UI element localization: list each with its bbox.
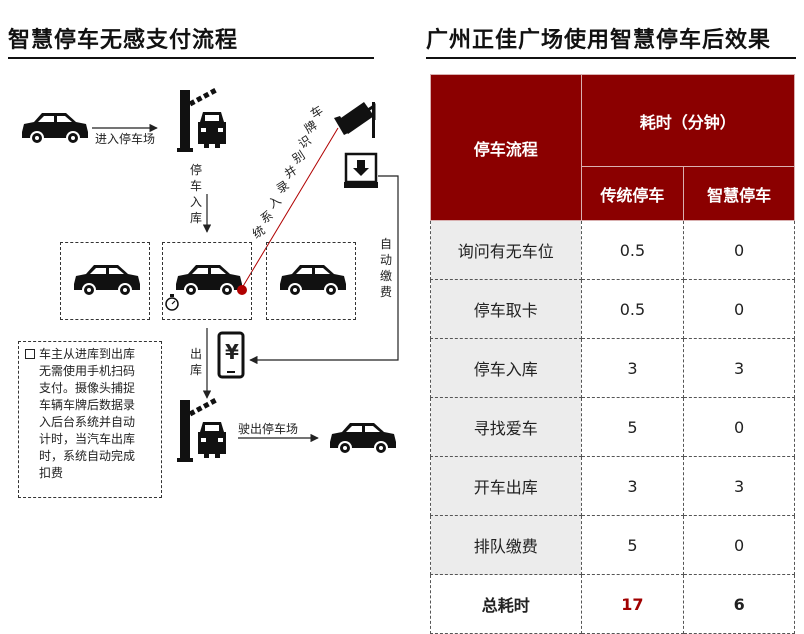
total-row: 总耗时 17 6 — [430, 574, 795, 634]
note-line-4: 车辆车牌后数据录 — [39, 398, 136, 412]
left-title: 智慧停车无感支付流程 — [8, 28, 239, 53]
table-row: 停车入库 3 3 — [430, 338, 795, 398]
header-time: 耗时（分钟） — [580, 74, 796, 167]
right-title: 广州正佳广场使用智慧停车后效果 — [426, 28, 772, 53]
note-line-6: 计时，当汽车出库 — [39, 432, 136, 446]
parking-slot-center — [162, 242, 252, 320]
table-row: 排队缴费 5 0 — [430, 515, 795, 575]
header-smart: 智慧停车 — [683, 166, 795, 221]
phone-pay-icon — [217, 331, 245, 379]
table-row: 停车取卡 0.5 0 — [430, 279, 795, 339]
exit-label: 出 库 — [189, 347, 202, 377]
header-process: 停车流程 — [430, 74, 582, 221]
note-line-7: 时，系统自动完成 — [39, 449, 136, 463]
note-line-8: 扣费 — [39, 466, 64, 480]
car-entering-icon — [22, 113, 88, 145]
entry-gate-icon — [177, 90, 226, 152]
yen-icon: ¥ — [225, 340, 239, 364]
parking-slot-right — [266, 242, 356, 320]
plate-dot-icon — [237, 285, 247, 295]
effect-table: 停车流程 耗时（分钟） 传统停车 智慧停车 询问有无车位 0.5 0 停车取卡 … — [430, 74, 796, 634]
plate-record-label: 车 牌 识 别 并 录 入 系 统 — [249, 102, 326, 242]
table-row: 开车出库 3 3 — [430, 456, 795, 516]
right-title-rule — [426, 57, 796, 59]
process-note: 车主从进库到出库 无需使用手机扫码 支付。摄像头捕捉 车辆车牌后数据录 入后台系… — [18, 341, 162, 498]
drive-out-label: 驶出停车场 — [238, 422, 299, 436]
camera-icon — [334, 102, 376, 138]
camera-scan-line — [241, 127, 339, 289]
flow-diagram — [22, 60, 399, 510]
header-traditional: 传统停车 — [580, 166, 685, 221]
parking-slot-left — [60, 242, 150, 320]
car-leaving-icon — [330, 423, 396, 455]
note-line-2: 无需使用手机扫码 — [39, 364, 136, 378]
checkbox-bullet-icon — [25, 349, 35, 359]
left-title-rule — [8, 57, 374, 59]
monitor-icon — [344, 152, 378, 188]
exit-gate-icon — [177, 400, 226, 462]
park-in-label: 停 车 入 库 — [189, 163, 202, 225]
note-line-1: 车主从进库到出库 — [25, 346, 155, 363]
note-line-3: 支付。摄像头捕捉 — [39, 381, 136, 395]
timer-icon — [165, 294, 179, 311]
table-row: 寻找爱车 5 0 — [430, 397, 795, 457]
auto-pay-line — [249, 175, 399, 365]
table-row: 询问有无车位 0.5 0 — [430, 220, 795, 280]
note-line-5: 入后台系统并自动 — [39, 415, 136, 429]
enter-lot-label: 进入停车场 — [95, 132, 156, 146]
auto-pay-label: 自 动 缴 费 — [379, 237, 392, 299]
